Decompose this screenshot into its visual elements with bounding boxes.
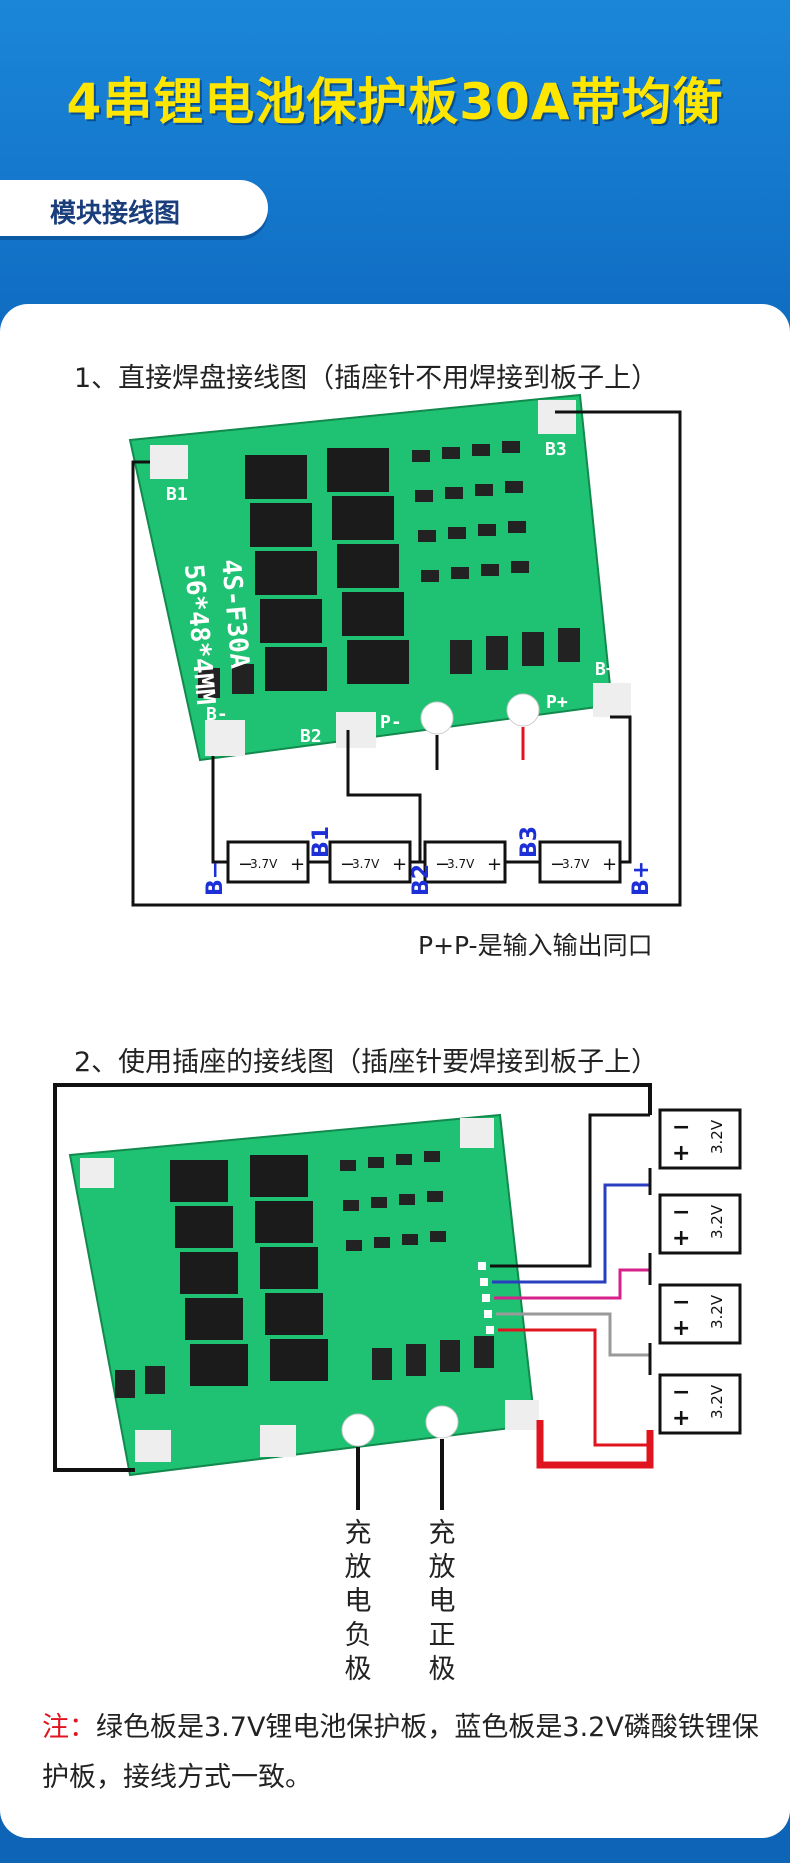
diagram1-note: P+P-是输入输出同口 (418, 931, 653, 960)
cell3-neg: − (435, 854, 450, 875)
pad-b1 (150, 445, 188, 479)
footnote: 注：绿色板是3.7V锂电池保护板，蓝色板是3.2V磷酸铁锂保护板，接线方式一致。 (42, 1703, 762, 1803)
cell4-neg: − (550, 854, 565, 875)
pcb-b2-text: B2 (300, 726, 322, 747)
label-b2: B2 (409, 864, 434, 896)
cell3-pos: + (487, 854, 502, 875)
cell4-voltage: 3.7V (562, 857, 590, 871)
pad-b2 (336, 712, 376, 748)
cell1-pos: + (290, 854, 305, 875)
cell4-pos: + (602, 854, 617, 875)
page-title: 4串锂电池保护板30A带均衡 (66, 73, 724, 131)
pad-b-plus (593, 683, 631, 717)
pad-p-minus (420, 701, 454, 735)
diagram2-heading: 2、使用插座的接线图（插座针要焊接到板子上） (74, 1047, 659, 1078)
cell2-neg: − (340, 854, 355, 875)
label-b1: B1 (309, 826, 334, 858)
pad-p-plus (506, 693, 540, 727)
cell-3 (423, 840, 507, 884)
section-tab: 模块接线图 (0, 180, 268, 236)
pad-b-minus (205, 720, 245, 756)
cell-1 (226, 840, 310, 884)
label-b3: B3 (517, 826, 542, 858)
pcb-b1-text: B1 (166, 484, 188, 505)
pcb-bminus-text: B- (206, 704, 228, 725)
pcb-board-1: 56*48*4MM 4S-F30A B1 B3 B- B2 B+ P- P+ (128, 393, 631, 762)
cell3-voltage: 3.7V (447, 857, 475, 871)
label-b-plus: B+ (629, 861, 654, 896)
footnote-label: 注： (42, 1712, 96, 1743)
cell-4 (538, 840, 622, 884)
label-b-minus: B− (203, 861, 228, 896)
section-tab-label: 模块接线图 (50, 199, 181, 229)
pcb-pplus-text: P+ (546, 692, 568, 713)
pcb-bplus-text: B+ (595, 659, 617, 680)
diagram1-heading: 1、直接焊盘接线图（插座针不用焊接到板子上） (74, 363, 659, 394)
cell2-pos: + (392, 854, 407, 875)
diagram1-cells (226, 840, 622, 884)
pad-b3 (538, 400, 576, 434)
cell1-voltage: 3.7V (250, 857, 278, 871)
label-positive-terminal: 充放电正极 (428, 1518, 456, 1685)
cell1-neg: − (238, 854, 253, 875)
footnote-text: 绿色板是3.7V锂电池保护板，蓝色板是3.2V磷酸铁锂保护板，接线方式一致。 (42, 1712, 759, 1793)
cell2-voltage: 3.7V (352, 857, 380, 871)
pcb-b3-text: B3 (545, 439, 567, 460)
label-negative-terminal: 充放电负极 (344, 1518, 372, 1685)
pcb-pminus-text: P- (380, 712, 402, 733)
